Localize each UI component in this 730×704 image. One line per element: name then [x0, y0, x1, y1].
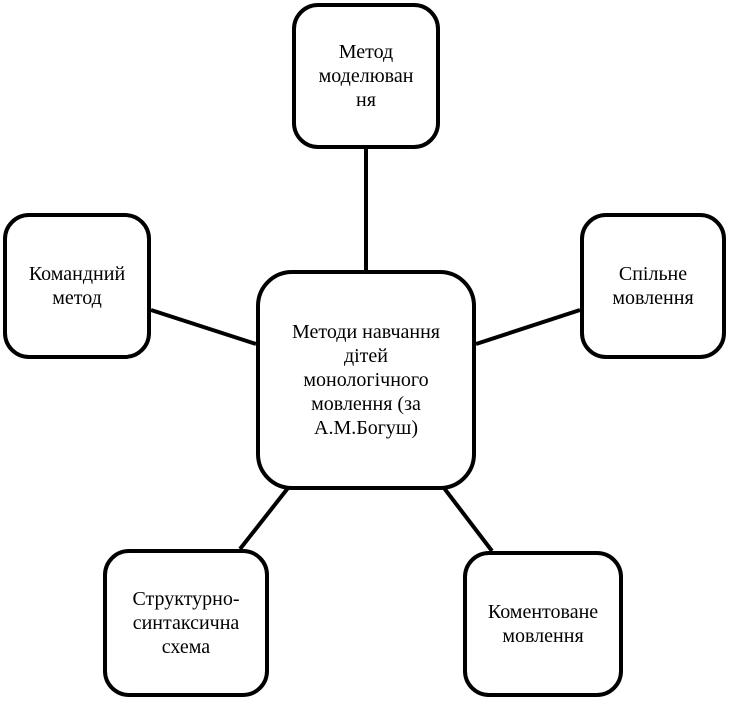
- node-structural-syntactic-scheme: Структурно- синтаксична схема: [103, 549, 269, 697]
- node-commented-speech-label: Коментоване мовлення: [487, 601, 599, 647]
- center-node-monologue-speech-methods: Методи навчання дітей монологічного мовл…: [256, 270, 476, 490]
- node-modeling-method-label: Метод моделюван ня: [318, 41, 414, 111]
- node-joint-speech: Спільне мовлення: [580, 213, 726, 359]
- center-node-label: Методи навчання дітей монологічного мовл…: [292, 321, 440, 439]
- edge-center-left: [150, 308, 257, 346]
- edge-center-right: [475, 308, 581, 346]
- node-modeling-method: Метод моделюван ня: [292, 3, 440, 149]
- node-commented-speech: Коментоване мовлення: [463, 551, 623, 697]
- edge-center-bottom-right: [442, 486, 494, 553]
- edge-center-bottom-left: [238, 486, 290, 551]
- node-structural-syntactic-scheme-label: Структурно- синтаксична схема: [132, 588, 240, 658]
- node-command-method-label: Командний метод: [28, 263, 126, 309]
- node-joint-speech-label: Спільне мовлення: [612, 263, 694, 309]
- node-command-method: Командний метод: [3, 213, 151, 359]
